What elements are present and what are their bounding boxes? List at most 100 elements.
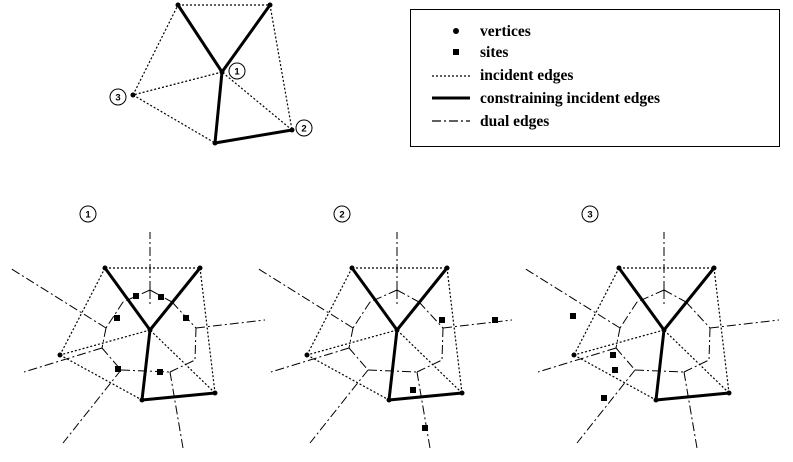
vertex-dot [57,352,63,358]
dual-edge [441,327,444,361]
panel-label-circle [581,205,599,223]
vertex-dot [661,327,667,333]
site-square [439,317,445,323]
incident-edge [713,267,730,394]
dual-edge-ray [62,369,122,444]
dual-edge [683,359,710,373]
constraining-edge [350,266,399,332]
dual-edge [169,359,196,373]
vertex-dot [571,352,577,358]
legend-site-symbol [453,49,459,55]
panel-label-circle [79,205,97,223]
panel-label-text: 1 [85,210,91,221]
incident-edge [59,354,143,401]
constraining-edge [662,266,716,332]
vertex-dot [386,397,392,403]
dual-edge-ray [23,347,103,373]
constraining-edge [617,266,666,332]
panel-1: 1 [9,205,266,449]
top-vertices [130,2,295,146]
dual-edge-ray [195,319,266,329]
constraining-edges [350,266,464,402]
site-square [114,315,120,321]
legend: vertices sites incident edges constraini… [410,9,780,147]
site-square [410,387,416,393]
incident-edge [396,329,463,394]
incident-edges [573,267,730,401]
dual-edge-ray [683,371,698,449]
vertex-dot [212,390,218,396]
vertex-dot [349,265,355,271]
constraining-edge [654,328,666,402]
incident-edges [306,267,463,401]
dual-edge [396,289,420,303]
dual-edge-ray [256,267,354,329]
dual-edge-ray [523,267,621,329]
vertex-label-3: 3 [109,88,127,106]
dual-edge-ray [169,371,184,449]
dual-edge [615,327,621,349]
vertex-dot [147,327,153,333]
incident-edge [306,354,390,401]
vertex-dot [212,140,218,146]
legend-vertices-text: vertices [480,23,531,40]
incident-edge [59,267,106,356]
dual-edge [708,327,711,361]
incident-edge [306,329,398,356]
incident-edge [59,329,151,356]
dual-edge [615,347,636,371]
dual-edges [523,232,780,449]
incident-edges [132,4,293,144]
incident-edge [663,329,730,394]
vertex-dot [711,265,717,271]
legend-box [410,9,780,147]
constraining-edge [140,328,152,402]
dual-edge-ray [537,347,617,373]
constraining-edges [103,266,217,402]
dual-edge-ray [270,347,350,373]
site-square [183,315,189,321]
vertex-dot [616,265,622,271]
legend-vertex-symbol [453,28,459,34]
panel-3: 3 [523,205,780,449]
dual-edge [663,289,687,303]
constraining-edge [387,391,464,402]
vertex-label-1-text: 1 [234,67,240,78]
dual-edge [418,301,444,329]
dual-edge [416,359,443,373]
vertex-label-2-text: 2 [301,124,306,135]
panel-label-text: 3 [587,210,592,221]
constraining-edge [103,266,152,332]
vertex-dot [197,265,203,271]
panel-2: 2 [256,205,513,449]
panel-label-text: 2 [339,210,344,221]
legend-incident-edges-text: incident edges [480,67,573,84]
dual-edge [105,301,124,329]
incident-edge [446,267,463,394]
site-square [492,317,498,323]
dual-edge [619,301,638,329]
dual-edge [348,327,354,349]
incident-edge [573,329,665,356]
incident-edge [199,267,216,394]
vertex-dot [726,390,732,396]
dual-edges [256,232,513,449]
dual-edge-ray [576,369,636,444]
site-square [612,367,618,373]
constraining-edges [617,266,731,402]
panel-label-circle [333,205,351,223]
site-square [115,366,121,372]
incident-edge [306,267,353,356]
dual-edge [352,301,371,329]
vertex-dot [289,127,295,133]
vertex-dot [175,2,181,8]
vertex-label-3-text: 3 [115,93,120,104]
incident-edges [59,267,216,401]
top-schematic: 1 2 3 [109,2,313,146]
incident-edge [149,329,216,394]
site-square [610,352,616,358]
legend-constraining-edges-text: constraining incident edges [480,90,660,107]
vertex-dot [394,327,400,333]
constraining-edge [140,391,217,402]
